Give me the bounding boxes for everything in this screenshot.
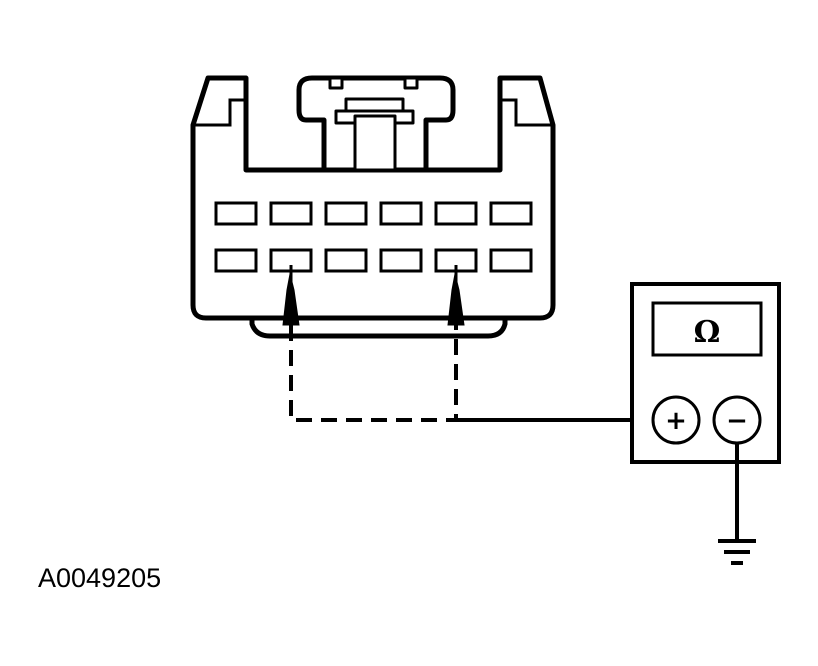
terminal-cavity-r2-c1 bbox=[214, 248, 258, 273]
locking-tab-notch-right bbox=[403, 76, 419, 90]
terminal-cavity-r1-c1 bbox=[214, 201, 258, 226]
positive-terminal-label: + bbox=[665, 406, 687, 436]
ohm-symbol: Ω bbox=[694, 315, 721, 350]
positive-terminal bbox=[651, 395, 701, 445]
ground bbox=[718, 443, 756, 565]
terminal-cavity-r1-c3 bbox=[324, 201, 368, 226]
terminal-cavity-r2-c4 bbox=[379, 248, 423, 273]
connector-locking-tab bbox=[296, 75, 456, 173]
connector-side-posts bbox=[193, 98, 553, 127]
terminal-cavity-r1-c4 bbox=[379, 201, 423, 226]
right-post-inner bbox=[500, 98, 553, 127]
left-post-inner bbox=[193, 98, 246, 127]
terminal-cavity-r1-c2 bbox=[269, 201, 313, 226]
locking-tab-upper-block bbox=[344, 97, 405, 113]
ohmmeter-display bbox=[651, 301, 763, 357]
terminal-cavity-r2-c6 bbox=[489, 248, 533, 273]
negative-terminal-label: − bbox=[726, 406, 748, 436]
ohmmeter: Ω + − bbox=[630, 282, 781, 464]
terminal-cavity-r2-c3 bbox=[324, 248, 368, 273]
test-leads bbox=[289, 300, 653, 422]
test-lead-dashed bbox=[289, 300, 458, 422]
locking-tab-notch-left bbox=[328, 76, 344, 90]
probe-tips bbox=[282, 265, 465, 326]
terminal-cavity-r1-c5 bbox=[434, 201, 478, 226]
figure-id-label: A0049205 bbox=[38, 563, 162, 593]
terminal-cavity-r1-c6 bbox=[489, 201, 533, 226]
connector-bottom-lip bbox=[249, 315, 508, 339]
locking-tab-lower-block bbox=[353, 114, 397, 172]
